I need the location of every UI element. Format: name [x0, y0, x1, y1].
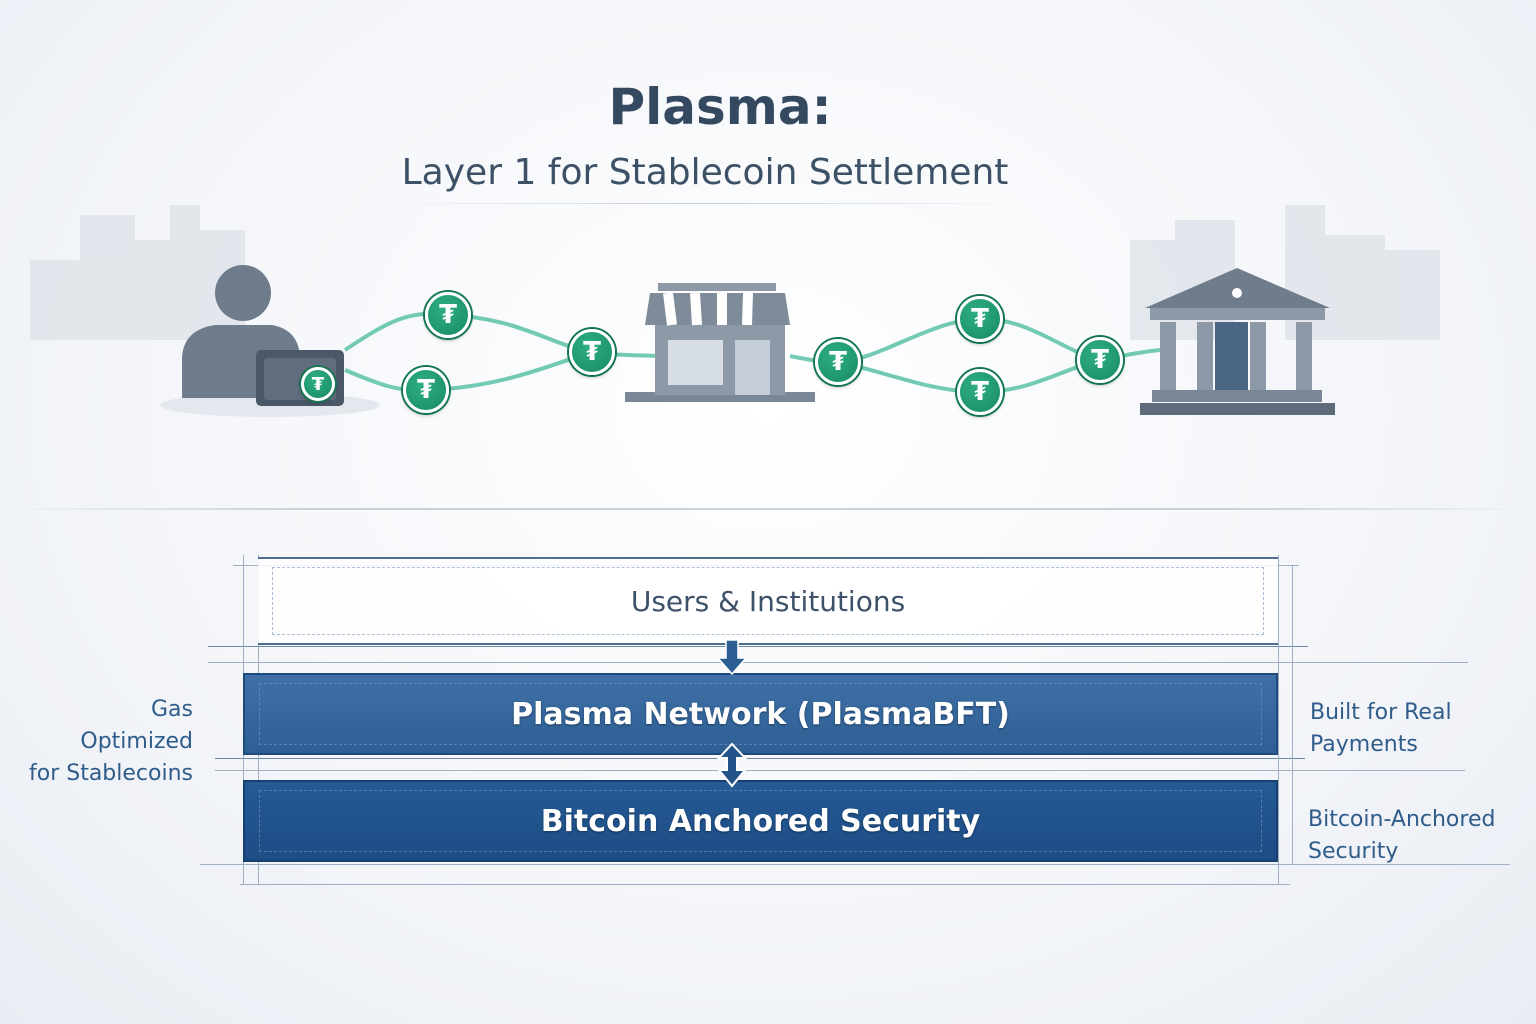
city-skyline-left [30, 205, 245, 340]
layer-label: Plasma Network (PlasmaBFT) [511, 696, 1010, 732]
guide-line [1292, 565, 1293, 865]
guide-line [240, 884, 1290, 885]
guide-line [208, 646, 1308, 647]
tether-coin-icon: ₮ [957, 296, 1003, 342]
layer-label: Users & Institutions [630, 584, 906, 618]
city-skyline-right [1130, 205, 1440, 340]
tether-coin-icon: ₮ [403, 367, 449, 413]
layer-users-institutions: Users & Institutions [258, 557, 1278, 645]
double-arrow-icon [716, 640, 748, 788]
note-line: Optimized [80, 729, 193, 754]
page-subtitle: Layer 1 for Stablecoin Settlement [401, 152, 1009, 193]
guide-line [200, 864, 1510, 865]
layer-bitcoin-security: Bitcoin Anchored Security [243, 780, 1278, 862]
tether-coin-icon: ₮ [957, 369, 1003, 415]
tether-coin-icon: ₮ [301, 367, 335, 401]
guide-line [215, 770, 1465, 771]
tether-coin-icon: ₮ [569, 329, 615, 375]
tether-coin-icon: ₮ [425, 292, 471, 338]
note-line: Built for Real [1310, 700, 1452, 725]
note-real-payments: Built for Real Payments [1310, 697, 1452, 761]
guide-line [215, 758, 1305, 759]
note-line: Security [1308, 839, 1399, 864]
note-line: Gas [151, 697, 193, 722]
note-line: Bitcoin-Anchored [1308, 807, 1496, 832]
page-title: Plasma: [608, 78, 832, 136]
section-divider [0, 508, 1536, 510]
note-line: Payments [1310, 732, 1418, 757]
layer-plasma-network: Plasma Network (PlasmaBFT) [243, 673, 1278, 755]
bank-icon [1140, 268, 1335, 415]
payment-flow-illustration [30, 205, 1440, 417]
storefront-icon [625, 283, 815, 402]
tether-coin-icon: ₮ [1077, 337, 1123, 383]
note-line: for Stablecoins [28, 761, 193, 786]
subtitle-divider [380, 203, 1030, 204]
note-bitcoin-anchored: Bitcoin-Anchored Security [1308, 804, 1495, 868]
guide-line [1278, 555, 1279, 885]
guide-line [208, 662, 1468, 663]
note-gas-optimized: Gas Optimized for Stablecoins [29, 694, 193, 790]
tether-coin-icon: ₮ [815, 339, 861, 385]
layer-label: Bitcoin Anchored Security [540, 803, 981, 839]
